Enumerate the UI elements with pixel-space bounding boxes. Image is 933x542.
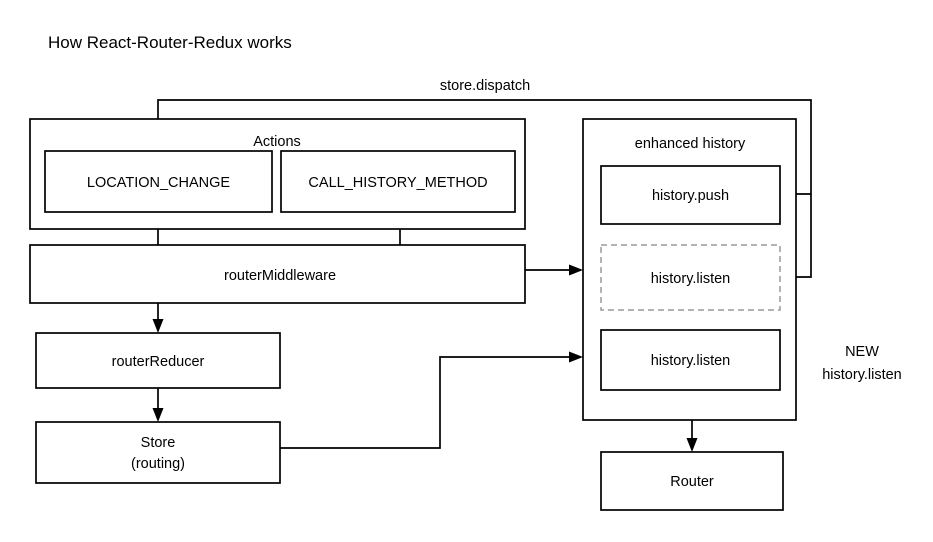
router-label: Router [670, 474, 714, 490]
new-history-listen-label-line1: NEW [845, 344, 879, 360]
box-history-listen-old[interactable]: history.listen [600, 244, 781, 311]
box-location-change[interactable]: LOCATION_CHANGE [44, 150, 273, 213]
history-listen-new-label: history.listen [651, 353, 731, 369]
router-middleware-box [29, 244, 526, 304]
history-push-box [600, 165, 781, 225]
history-listen-new-box [600, 329, 781, 391]
diagram-title: How React-Router-Redux works [48, 33, 292, 52]
store-dispatch-label: store.dispatch [440, 78, 530, 94]
arrowhead-middleware-to-history [569, 264, 583, 276]
box-store-routing[interactable]: Store (routing) [35, 421, 281, 484]
box-call-history-method[interactable]: CALL_HISTORY_METHOD [280, 150, 516, 213]
arrowhead-to-router [686, 438, 698, 452]
arrowhead-to-router-reducer [152, 319, 164, 333]
router-reducer-box [35, 332, 281, 389]
box-history-push[interactable]: history.push [600, 165, 781, 225]
history-listen-old-label: history.listen [651, 271, 731, 287]
connector-router-reducer-to-store [152, 388, 164, 422]
router-reducer-label: routerReducer [112, 354, 205, 370]
box-history-listen-new[interactable]: history.listen [600, 329, 781, 391]
box-router[interactable]: Router [600, 451, 784, 511]
call-history-method-label: CALL_HISTORY_METHOD [308, 175, 487, 191]
store-routing-label-line2: (routing) [131, 456, 185, 472]
connector-store-to-history-listen-new [280, 351, 583, 449]
enhanced-history-container-label: enhanced history [635, 136, 746, 152]
box-router-reducer[interactable]: routerReducer [35, 332, 281, 389]
call-history-method-box [280, 150, 516, 213]
router-box [600, 451, 784, 511]
arrowhead-to-store [152, 408, 164, 422]
history-listen-old-box [600, 244, 781, 311]
store-routing-box [35, 421, 281, 484]
history-push-label: history.push [652, 188, 729, 204]
router-middleware-label: routerMiddleware [224, 268, 336, 284]
new-history-listen-annotation: NEW history.listen [822, 344, 902, 383]
actions-container-label: Actions [253, 134, 301, 150]
location-change-label: LOCATION_CHANGE [87, 175, 230, 191]
connector-enhanced-history-to-router [686, 420, 698, 452]
store-routing-label-line1: Store [141, 435, 176, 451]
new-history-listen-label-line2: history.listen [822, 367, 902, 383]
box-router-middleware[interactable]: routerMiddleware [29, 244, 526, 304]
location-change-box [44, 150, 273, 213]
arrowhead-to-history-listen-new [569, 351, 583, 363]
